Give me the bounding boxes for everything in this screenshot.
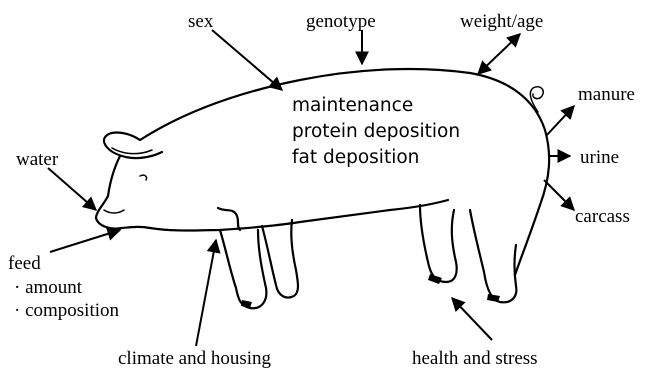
label-urine: urine bbox=[580, 147, 619, 168]
pig-tail bbox=[530, 87, 543, 112]
pig-hind-leg-right bbox=[470, 210, 516, 302]
pig-belly bbox=[150, 200, 448, 231]
pig-leg-shading bbox=[218, 208, 240, 230]
pig-eye bbox=[140, 175, 147, 180]
label-carcass: carcass bbox=[575, 206, 630, 227]
arrow-manure bbox=[546, 106, 574, 136]
arrow-climate bbox=[196, 240, 216, 346]
pig-hoof-front bbox=[241, 300, 252, 308]
pig-front-leg-left bbox=[220, 230, 266, 308]
pig-face bbox=[96, 156, 150, 229]
arrow-water bbox=[48, 168, 96, 210]
label-water: water bbox=[16, 149, 59, 170]
pig-hind-leg-left bbox=[420, 205, 457, 282]
label-maintenance: maintenance bbox=[292, 95, 413, 116]
arrow-health bbox=[452, 298, 492, 340]
label-fat-deposition: fat deposition bbox=[292, 147, 419, 168]
arrow-weight-age bbox=[478, 34, 520, 74]
label-feed-amount: · amount bbox=[14, 277, 83, 298]
label-weight-age: weight/age bbox=[460, 11, 543, 32]
label-feed: feed bbox=[8, 253, 41, 274]
pig-ear-fold bbox=[112, 148, 152, 154]
arrow-feed bbox=[50, 230, 120, 252]
label-genotype: genotype bbox=[306, 11, 376, 32]
label-manure: manure bbox=[578, 84, 635, 105]
pig-hoof-hind bbox=[428, 274, 442, 284]
pig-front-leg-right bbox=[262, 220, 298, 298]
label-health-stress: health and stress bbox=[412, 348, 538, 369]
label-feed-composition: · composition bbox=[14, 300, 120, 321]
labels: sex genotype weight/age manure urine car… bbox=[8, 11, 635, 369]
pig-snout-detail bbox=[104, 210, 124, 213]
label-sex: sex bbox=[188, 11, 214, 32]
arrow-sex bbox=[212, 30, 282, 90]
label-climate-housing: climate and housing bbox=[118, 348, 272, 369]
label-protein-deposition: protein deposition bbox=[292, 121, 460, 142]
pig-hoof-hind-right bbox=[487, 294, 500, 302]
arrow-carcass bbox=[544, 180, 574, 210]
